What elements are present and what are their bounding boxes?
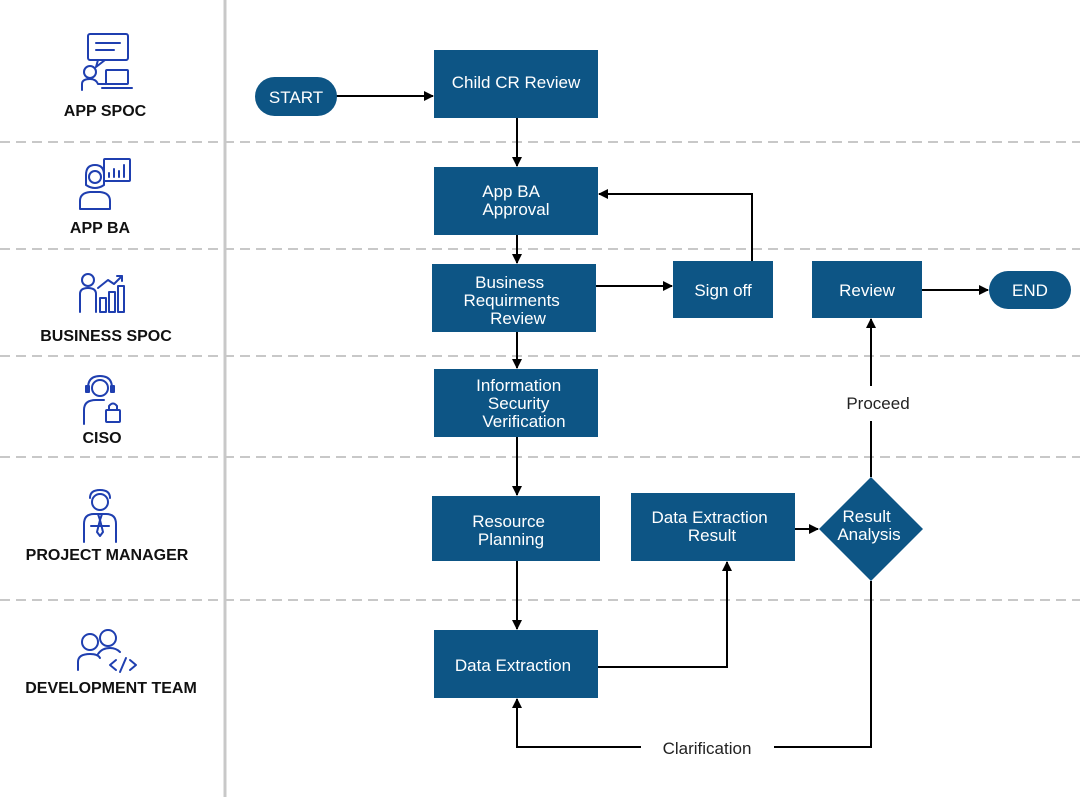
node-review: Review <box>812 261 922 318</box>
lane-label-app-ba: APP BA <box>70 220 131 237</box>
node-business-requirements-review-label: Business Requirments Review <box>463 273 564 328</box>
node-child-cr-review-label: Child CR Review <box>452 73 581 92</box>
node-end: END <box>989 271 1071 309</box>
node-app-ba-approval: App BA Approval <box>434 167 598 235</box>
node-start-label: START <box>269 88 323 107</box>
lane-separators <box>0 141 1080 601</box>
node-security-line: Security <box>488 394 550 413</box>
node-business-review-line: Requirments <box>463 291 559 310</box>
lane-label-project-manager: PROJECT MANAGER <box>26 547 189 564</box>
team-growth-icon <box>79 273 125 313</box>
node-app-ba-approval-label: App BA Approval <box>482 182 549 219</box>
node-app-ba-approval-line: App BA <box>482 182 540 201</box>
node-start: START <box>255 77 337 116</box>
edge-label-proceed: Proceed <box>846 394 909 413</box>
security-officer-icon <box>83 375 121 425</box>
node-security-verification-label: Information Security Verification <box>476 376 566 431</box>
node-result-analysis-line: Result <box>843 507 891 526</box>
edge-label-clarification: Clarification <box>663 739 752 758</box>
node-sign-off: Sign off <box>673 261 773 318</box>
node-data-extraction-result-label: Data Extraction Result <box>652 508 773 545</box>
lane-label-development-team: DEVELOPMENT TEAM <box>25 680 197 697</box>
node-resource-planning-line: Planning <box>478 530 544 549</box>
edge-analysis-to-data-extraction <box>517 581 872 748</box>
node-resource-planning-line: Resource <box>472 512 545 531</box>
lane-label-app-spoc: APP SPOC <box>64 103 147 120</box>
node-resource-planning: Resource Planning <box>432 496 600 561</box>
node-app-ba-approval-line: Approval <box>482 200 549 219</box>
node-business-requirements-review: Business Requirments Review <box>432 264 596 332</box>
edge-sign-off-to-app-ba <box>598 189 753 261</box>
node-result-analysis-label: Result Analysis <box>837 507 900 544</box>
node-business-review-line: Business <box>475 273 544 292</box>
flow-edges <box>336 91 989 748</box>
node-data-extraction: Data Extraction <box>434 630 598 698</box>
edge-data-extraction-to-result <box>598 561 732 668</box>
presenter-laptop-icon <box>81 33 133 91</box>
node-business-review-line: Review <box>490 309 546 328</box>
node-child-cr-review: Child CR Review <box>434 50 598 118</box>
node-data-extraction-result-line: Data Extraction <box>652 508 768 527</box>
developer-code-icon <box>77 629 137 673</box>
analyst-chart-icon <box>79 158 131 210</box>
manager-icon <box>83 489 117 543</box>
node-end-label: END <box>1012 281 1048 300</box>
node-result-analysis-line: Analysis <box>837 525 900 544</box>
node-data-extraction-result-line: Result <box>688 526 736 545</box>
lane-label-ciso: CISO <box>82 430 121 447</box>
lane-label-business-spoc: BUSINESS SPOC <box>40 328 172 345</box>
node-data-extraction-result: Data Extraction Result <box>631 493 795 561</box>
node-security-line: Verification <box>482 412 565 431</box>
node-information-security-verification: Information Security Verification <box>434 369 598 437</box>
node-resource-planning-label: Resource Planning <box>472 512 550 549</box>
node-sign-off-label: Sign off <box>694 281 752 300</box>
node-security-line: Information <box>476 376 561 395</box>
node-data-extraction-label: Data Extraction <box>455 656 571 675</box>
node-result-analysis: Result Analysis <box>819 477 923 581</box>
node-review-label: Review <box>839 281 895 300</box>
